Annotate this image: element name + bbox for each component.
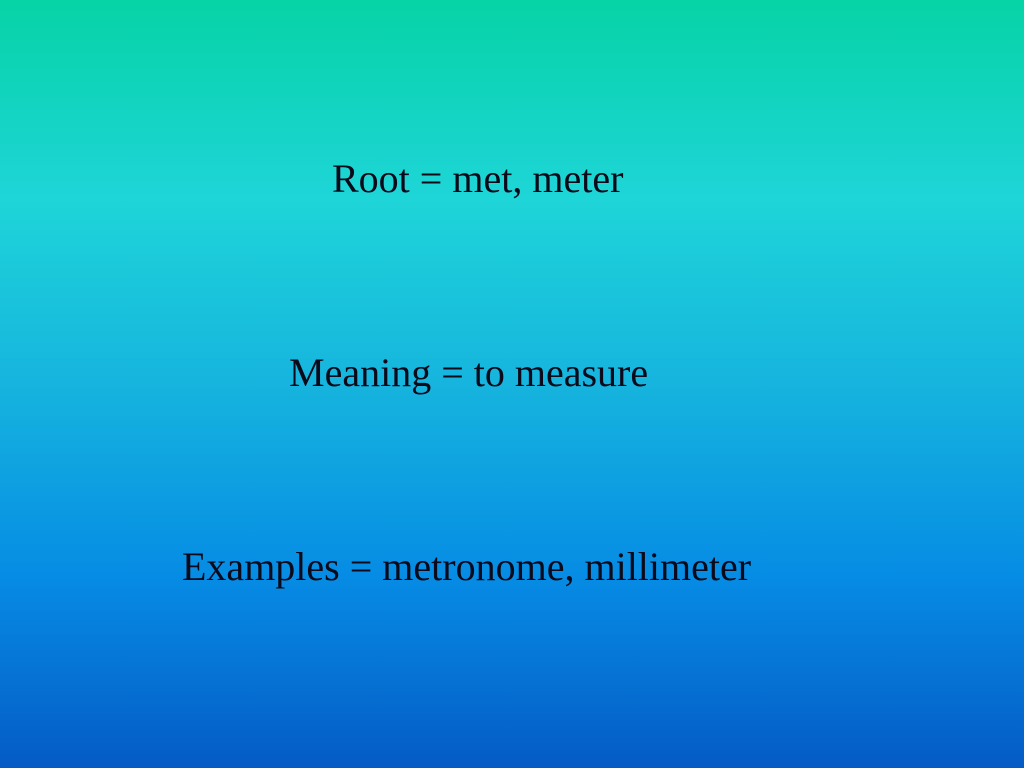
- examples-line: Examples = metronome, millimeter: [182, 544, 752, 589]
- meaning-line: Meaning = to measure: [289, 350, 649, 395]
- root-line: Root = met, meter: [332, 156, 624, 201]
